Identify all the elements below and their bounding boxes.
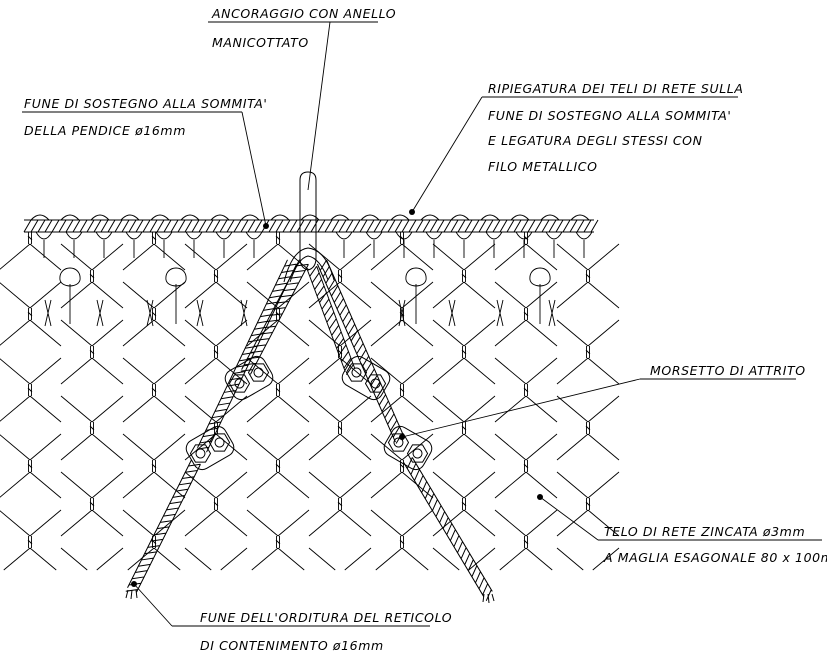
clamp-label: MORSETTO DI ATTRITO (650, 363, 806, 378)
anchor-label-2: MANICOTTATO (212, 35, 309, 50)
anchor-label-1: ANCORAGGIO CON ANELLO (211, 6, 396, 21)
friction-clamps (185, 355, 433, 471)
grid-rope-label-2: DI CONTENIMENTO ø16mm (200, 638, 384, 653)
grid-ropes (125, 259, 495, 604)
hexagonal-wire-mesh (0, 232, 620, 571)
fold-label-3: E LEGATURA DEGLI STESSI CON (488, 133, 703, 148)
top-support-rope (23, 214, 599, 233)
fold-label-1: RIPIEGATURA DEI TELI DI RETE SULLA (488, 81, 744, 96)
net-label-2: A MAGLIA ESAGONALE 80 x 100mm (603, 550, 827, 565)
net-label-1: TELO DI RETE ZINCATA ø3mm (604, 524, 805, 539)
top-rope-label-1: FUNE DI SOSTEGNO ALLA SOMMITA' (24, 96, 267, 111)
folded-mesh-loops (35, 231, 593, 327)
fold-label-4: FILO METALLICO (488, 159, 598, 174)
labels: ANCORAGGIO CON ANELLO MANICOTTATO FUNE D… (24, 6, 827, 653)
grid-rope-label-1: FUNE DELL'ORDITURA DEL RETICOLO (200, 610, 452, 625)
leader-lines (22, 21, 822, 627)
top-rope-label-2: DELLA PENDICE ø16mm (24, 123, 186, 138)
fold-label-2: FUNE DI SOSTEGNO ALLA SOMMITA' (488, 108, 731, 123)
sleeved-ring-anchor (283, 171, 335, 283)
